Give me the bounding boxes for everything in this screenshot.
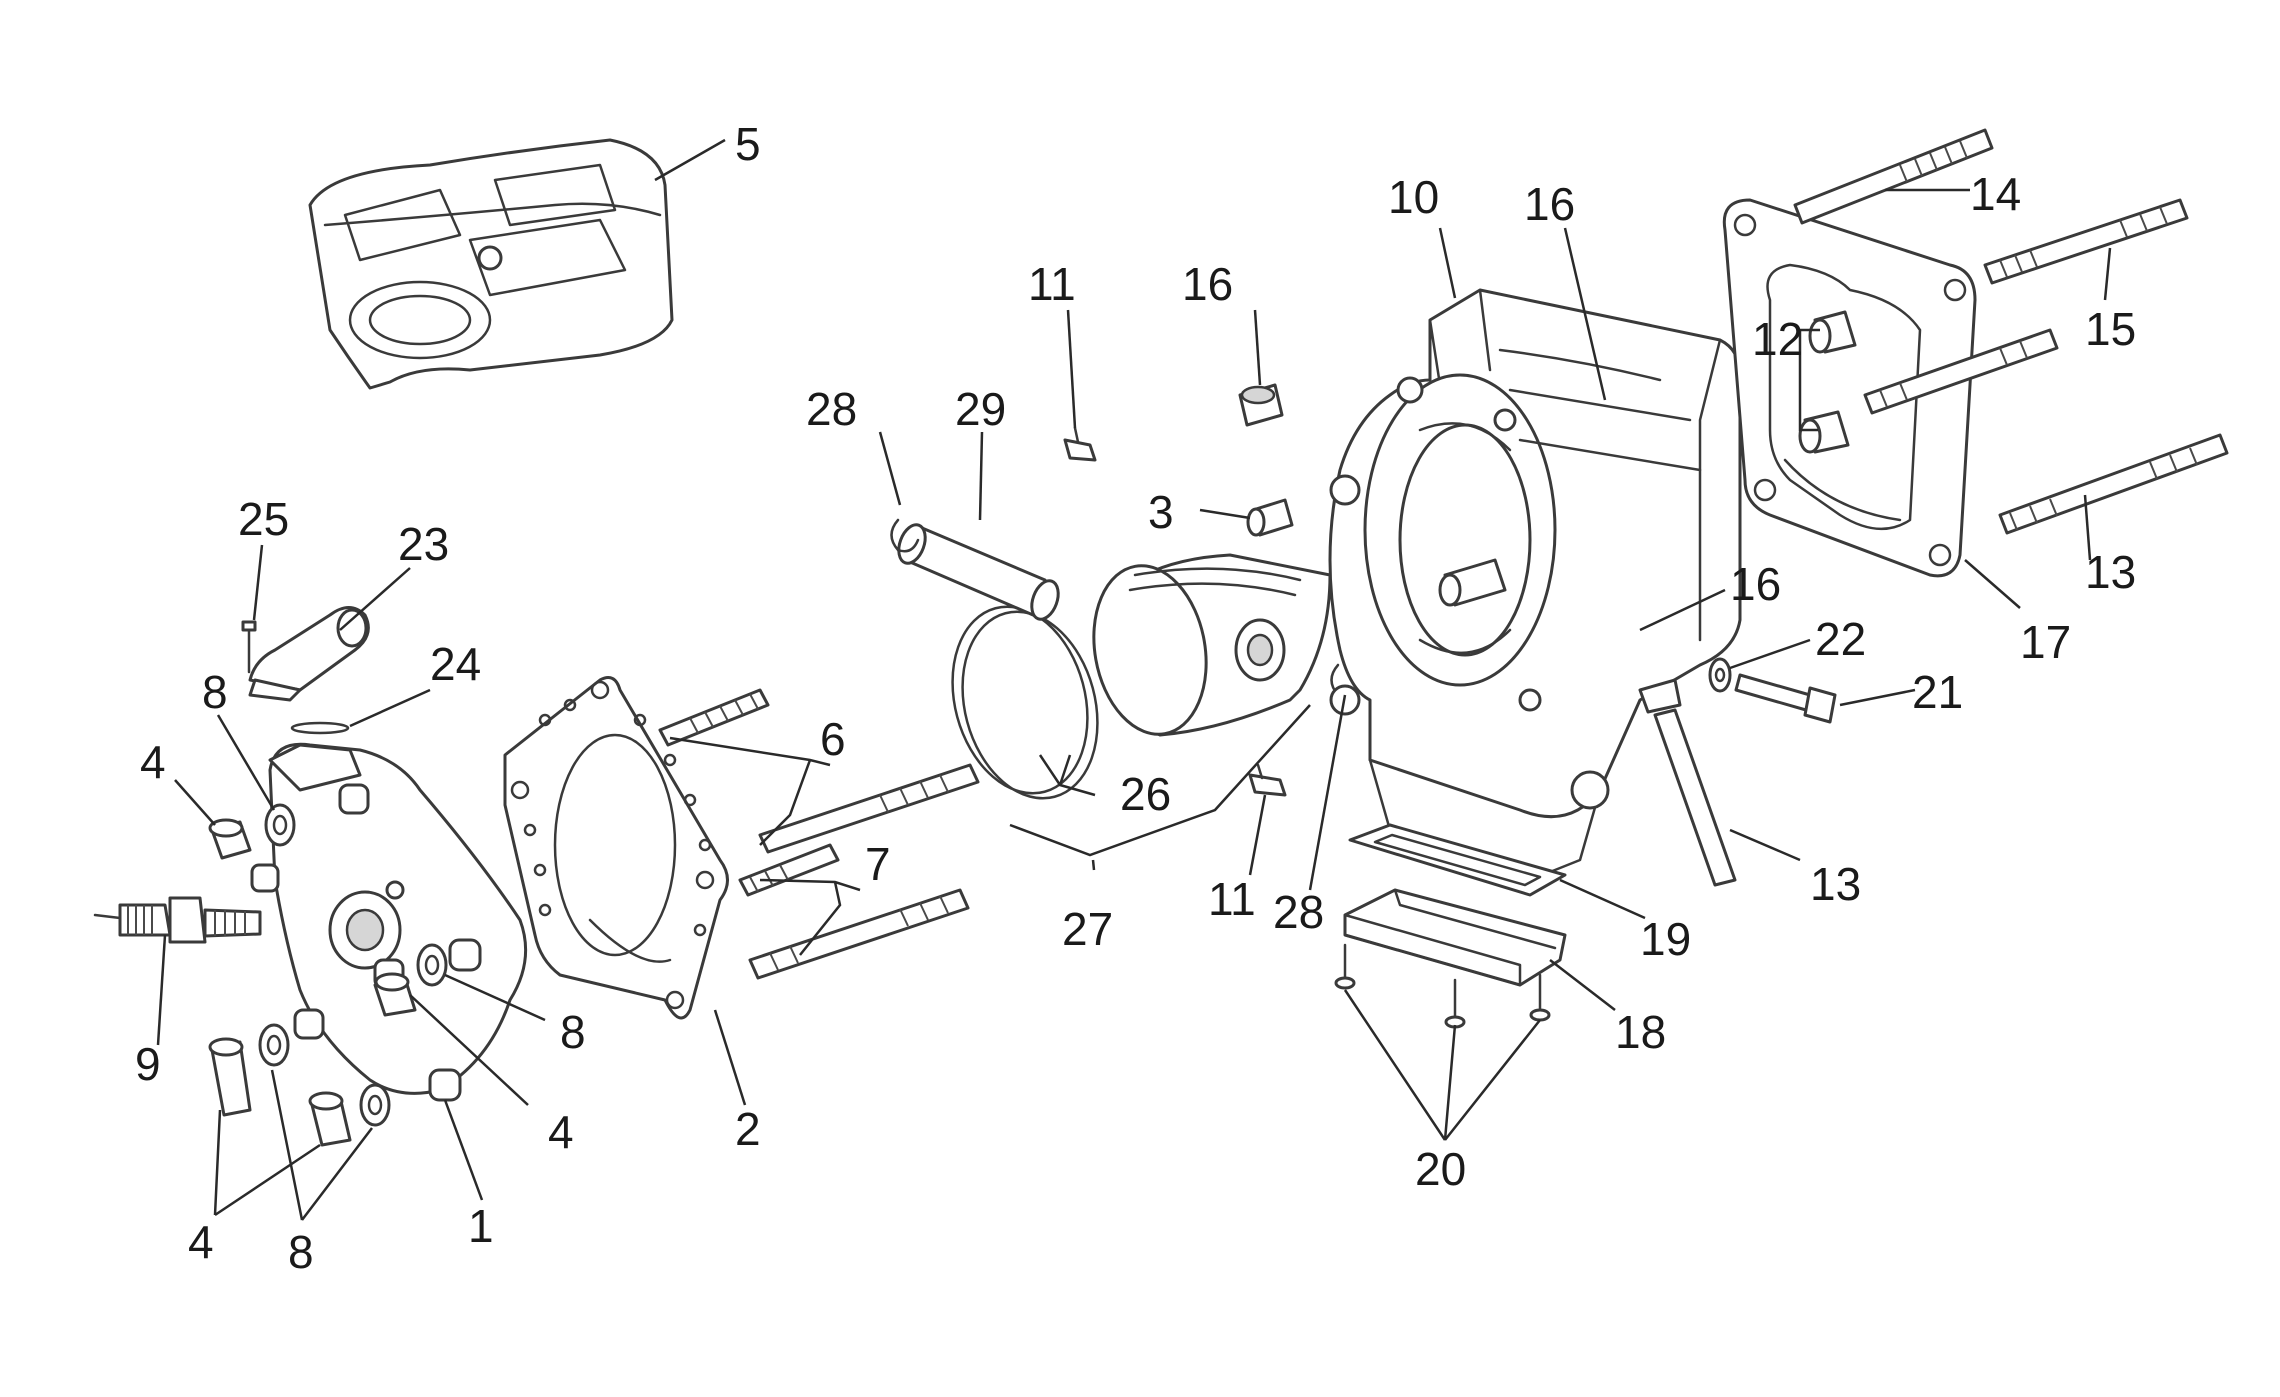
callout-18: 18: [1615, 1006, 1666, 1058]
callout-27: 27: [1062, 903, 1113, 955]
callout-4-lower: 4: [188, 1216, 214, 1268]
leader-lines: [156, 138, 2112, 1221]
callout-1: 1: [468, 1200, 494, 1252]
part-9-spark-plug: [93, 896, 262, 944]
callout-13-upper: 13: [2085, 546, 2136, 598]
callout-4-middle: 4: [548, 1106, 574, 1158]
callout-9: 9: [135, 1038, 161, 1090]
part-25-screw: [241, 620, 257, 674]
callout-11-top: 11: [1028, 258, 1076, 310]
part-1-head-cover: [250, 742, 528, 1102]
callout-26: 26: [1120, 768, 1171, 820]
part-2-head-gasket: [503, 676, 729, 1020]
callout-labels: 5 10 16 14 15 12 11 16 28 29 3 25 23 24 …: [135, 118, 2136, 1278]
part-22-washer: [1708, 657, 1732, 693]
part-29-piston-pin: [897, 523, 1060, 621]
callout-11-bottom: 11: [1208, 873, 1256, 925]
part-4-nuts: [208, 818, 417, 1147]
part-6-studs: [658, 688, 980, 854]
callout-10: 10: [1388, 171, 1439, 223]
callout-7: 7: [865, 838, 891, 890]
part-13-stud-lower: [1638, 678, 1737, 887]
callout-22: 22: [1815, 613, 1866, 665]
callout-16: 16: [1524, 178, 1575, 230]
part-10-cylinder: [1328, 288, 1742, 882]
callout-14: 14: [1970, 168, 2021, 220]
callout-8-lower: 8: [288, 1226, 314, 1278]
callout-24: 24: [430, 638, 481, 690]
callout-15: 15: [2085, 303, 2136, 355]
part-15b-stud: [1863, 328, 2059, 415]
part-8-washers: [258, 803, 448, 1127]
callout-16-right: 16: [1730, 558, 1781, 610]
part-7-studs: [738, 843, 970, 980]
callout-20: 20: [1415, 1143, 1466, 1195]
callout-8-upper: 8: [202, 666, 228, 718]
callout-16-top: 16: [1182, 258, 1233, 310]
part-14-stud: [1793, 128, 1994, 225]
callout-29: 29: [955, 383, 1006, 435]
part-13-stud-upper: [1998, 433, 2229, 535]
part-3-bush: [1246, 498, 1294, 537]
part-11-bleed-screws: [1063, 426, 1287, 797]
callout-5: 5: [735, 118, 761, 170]
callout-8-middle: 8: [560, 1006, 586, 1058]
callout-28-bottom: 28: [1273, 886, 1324, 938]
callout-2: 2: [735, 1103, 761, 1155]
callout-3: 3: [1148, 486, 1174, 538]
part-18-cover: [1343, 888, 1567, 987]
callout-28-top: 28: [806, 383, 857, 435]
part-23-water-elbow: [248, 606, 370, 702]
part-19-gasket: [1348, 823, 1567, 897]
callout-6: 6: [820, 713, 846, 765]
callout-23: 23: [398, 518, 449, 570]
callout-12: 12: [1752, 313, 1803, 365]
piston: [1092, 553, 1332, 737]
callout-13-lower: 13: [1810, 858, 1861, 910]
callout-4-upper: 4: [140, 736, 166, 788]
part-26-piston-rings: [951, 605, 1099, 800]
callout-21: 21: [1912, 666, 1963, 718]
callout-25: 25: [238, 493, 289, 545]
part-17-base-gasket: [1722, 198, 1977, 578]
part-24-oring: [290, 721, 350, 735]
part-12-dowels: [1798, 310, 1857, 454]
part-5-gasket-kit: [308, 138, 674, 390]
part-21-screw: [1734, 673, 1837, 724]
callout-19: 19: [1640, 913, 1691, 965]
callout-17: 17: [2020, 616, 2071, 668]
part-15-stud: [1983, 198, 2189, 285]
